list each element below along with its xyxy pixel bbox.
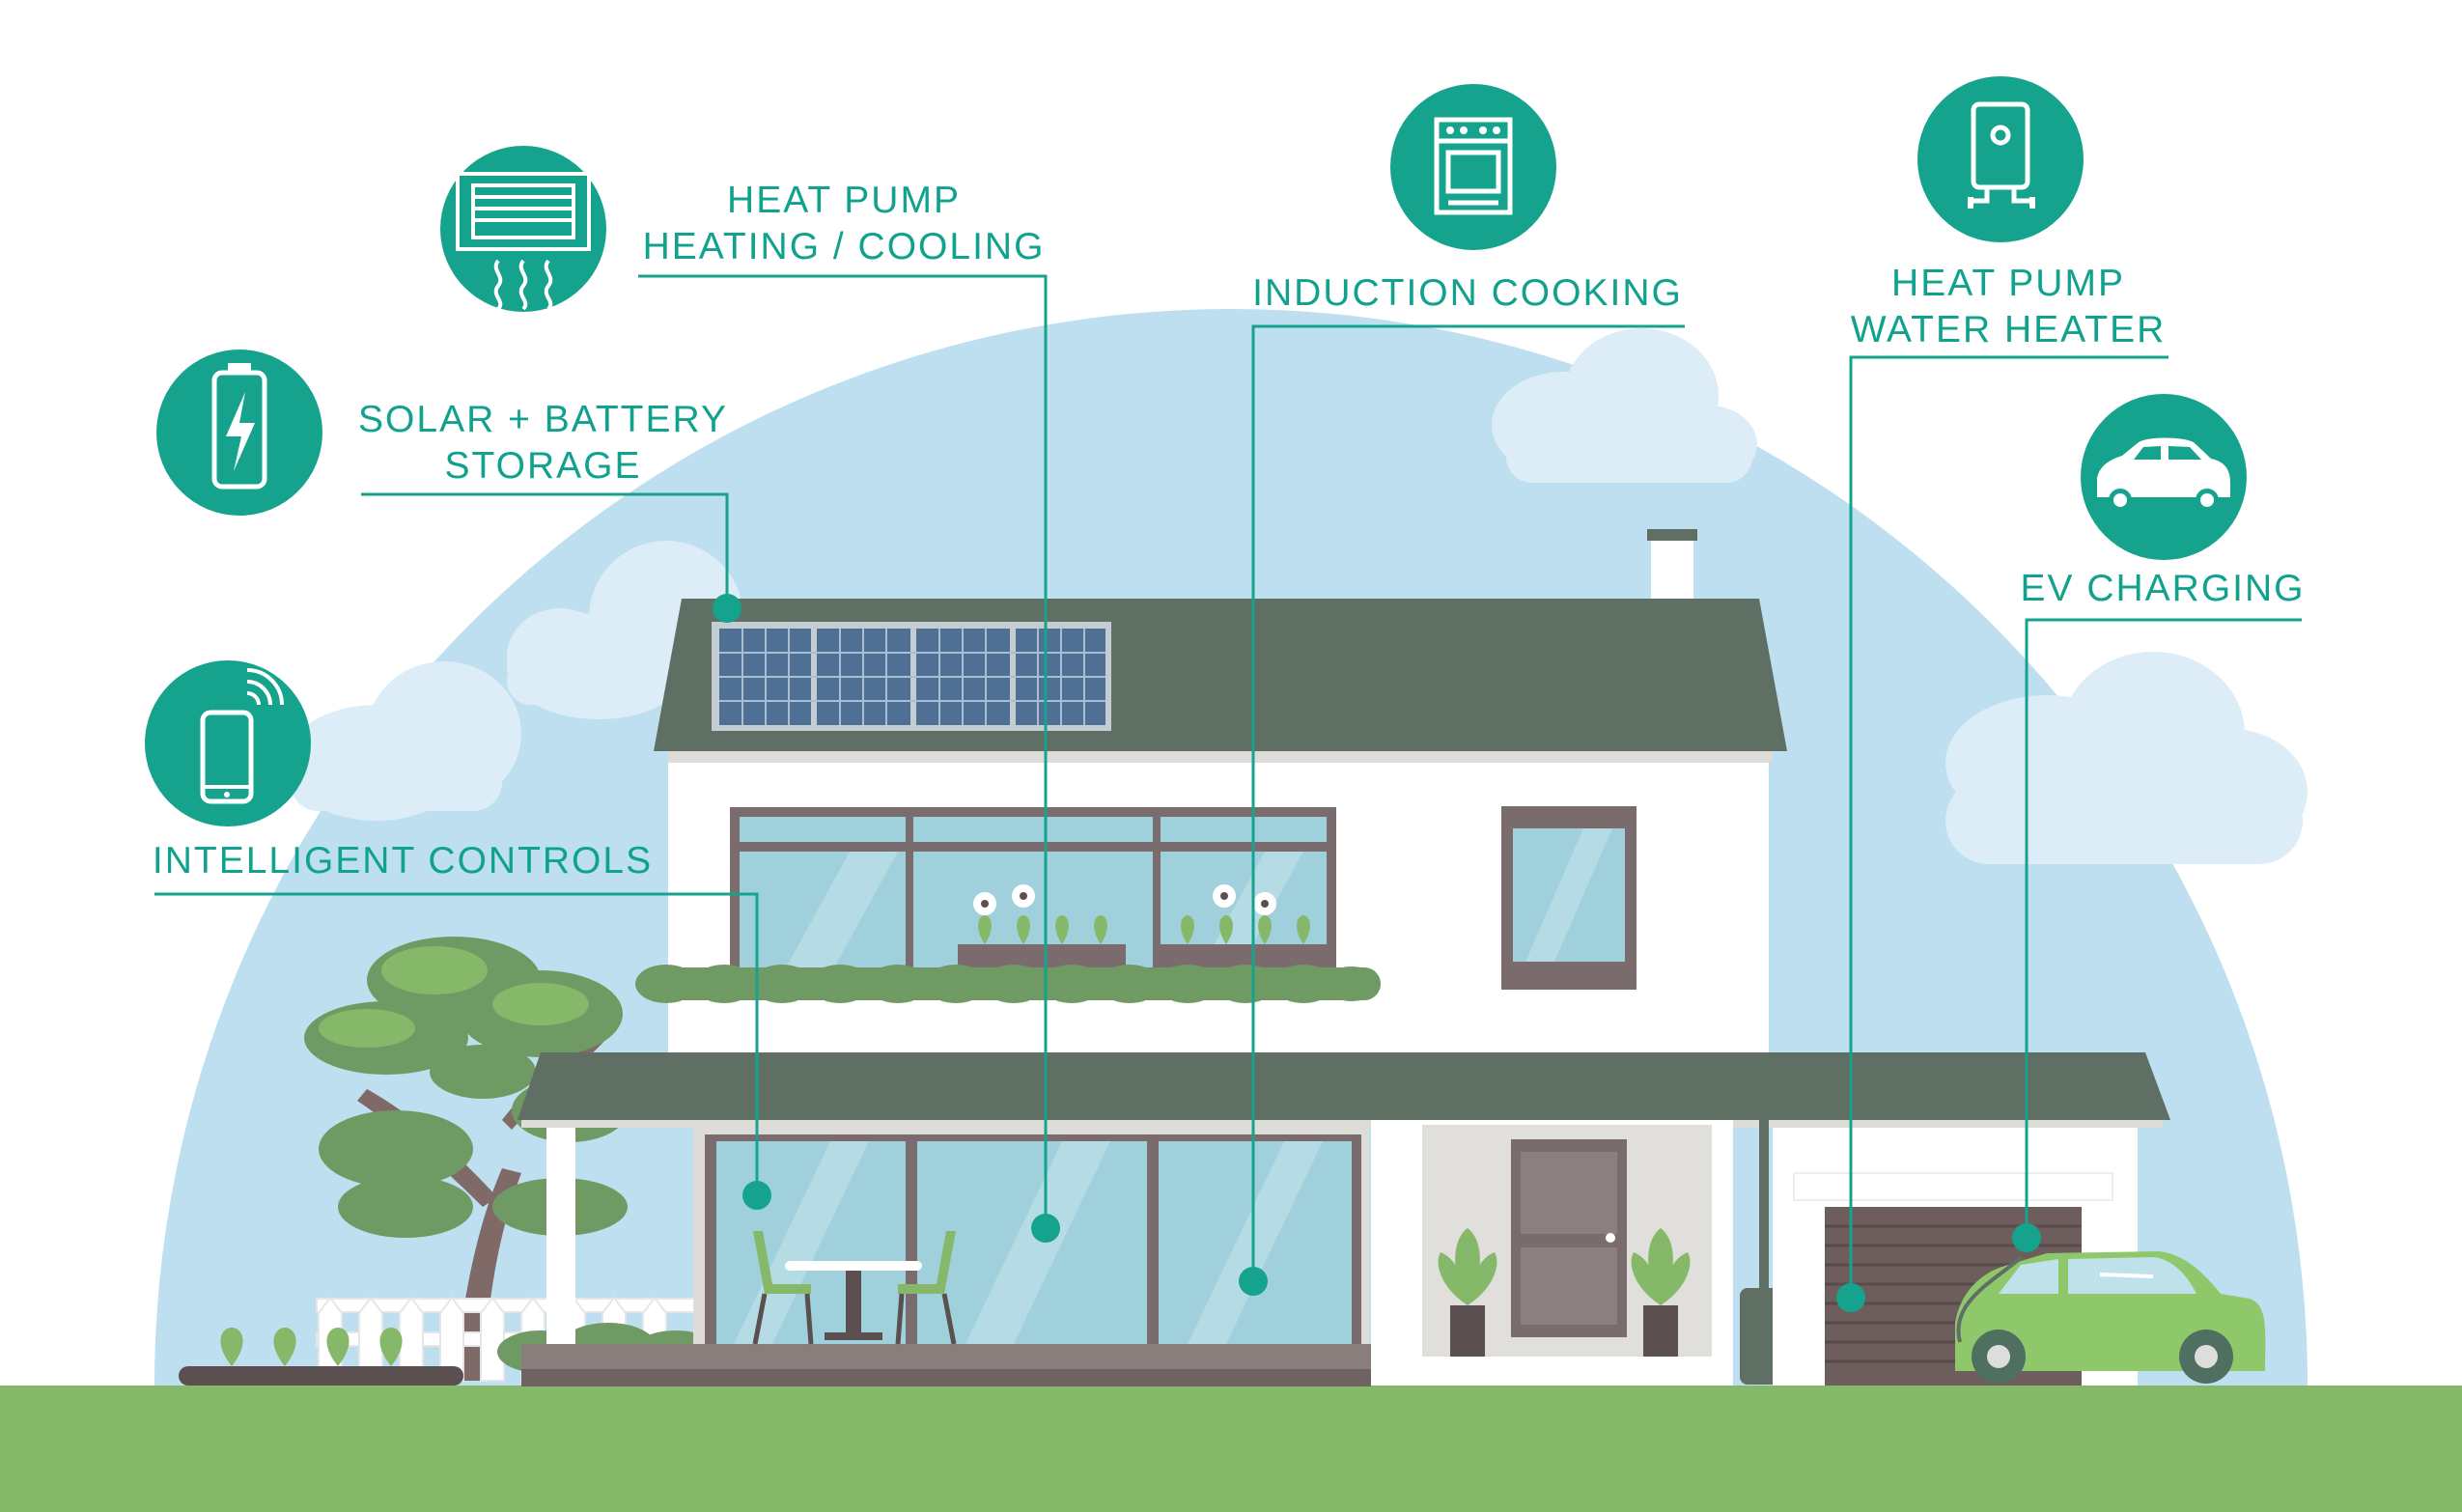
dot-solar [713, 594, 741, 623]
solar-panels [712, 622, 1111, 731]
balcony-hedge [635, 965, 1381, 1003]
label-line: HEAT PUMP [727, 180, 961, 221]
cloud-left [507, 541, 748, 719]
label-line: WATER HEATER [1850, 309, 2167, 350]
label-line: SOLAR + BATTERY [358, 399, 728, 440]
leader-induction [1251, 324, 1685, 1281]
label-line: INTELLIGENT CONTROLS [152, 840, 654, 882]
window-flowers [958, 884, 1329, 967]
dot-ev [2012, 1223, 2041, 1252]
leader-ev [2025, 618, 2302, 1238]
water-heater-icon [1917, 76, 2084, 242]
seedlings [220, 1328, 403, 1366]
downpipe [1759, 1120, 1769, 1294]
cloud-right [1945, 652, 2308, 864]
flower-bed [179, 1366, 463, 1386]
label-solar-battery-storage: SOLAR + BATTERY STORAGE [348, 397, 739, 490]
lower-roof [518, 1052, 2170, 1120]
battery-icon [156, 350, 322, 516]
dot-heat-pump-heating [1031, 1214, 1060, 1243]
label-heat-pump-water-heater: HEAT PUMP WATER HEATER [1844, 261, 2172, 353]
leader-solar [361, 492, 729, 608]
electric-car-icon [2081, 394, 2247, 560]
dot-intelligent [742, 1181, 771, 1210]
label-induction-cooking: INDUCTION COOKING [1245, 270, 1690, 317]
label-line: HEATING / COOLING [642, 226, 1046, 267]
label-heat-pump-heating-cooling: HEAT PUMP HEATING / COOLING [638, 178, 1049, 270]
entry [1371, 1120, 1733, 1386]
label-line: HEAT PUMP [1891, 263, 2125, 304]
dot-induction [1239, 1267, 1268, 1296]
cloud-left-lower [285, 661, 521, 821]
patio-furniture [752, 1231, 957, 1345]
air-conditioner-icon [440, 146, 606, 312]
leader-intelligent [154, 892, 759, 1195]
label-intelligent-controls: INTELLIGENT CONTROLS [147, 838, 658, 884]
electric-car [1955, 1251, 2266, 1384]
leader-lines [154, 274, 2302, 1298]
smartphone-icon [145, 660, 311, 826]
label-line: STORAGE [444, 445, 642, 487]
label-line: INDUCTION COOKING [1252, 272, 1683, 314]
upper-right-window [1501, 806, 1637, 990]
dot-water-heater [1836, 1283, 1865, 1312]
leader-dots [713, 594, 2041, 1312]
label-line: EV CHARGING [2020, 568, 2306, 609]
cloud-center-right [1492, 328, 1757, 483]
leader-heat-pump-heating [638, 274, 1048, 1228]
charging-cable [1956, 1255, 2024, 1343]
leader-water-heater [1849, 355, 2168, 1298]
grass [0, 1386, 2462, 1512]
chimney [1651, 536, 1693, 603]
label-ev-charging: EV CHARGING [2018, 566, 2308, 612]
stove-icon [1390, 84, 1556, 250]
